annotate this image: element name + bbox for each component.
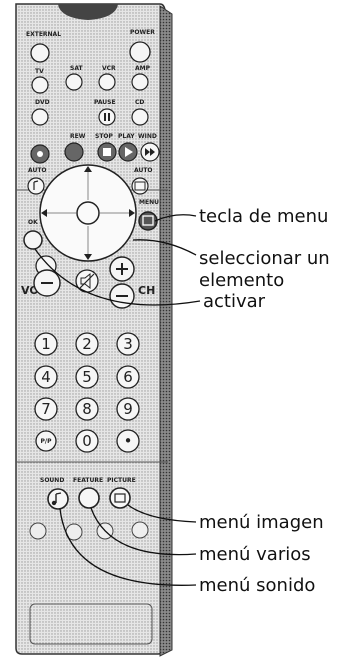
auto-sound-button[interactable] [27,177,45,195]
digit-3: 3 [123,335,133,353]
picture-icon [134,181,146,191]
menu-leader-line [154,214,197,222]
digit-0: 0 [82,432,92,450]
digit-3-button[interactable] [116,332,140,356]
picture-menu-callout: menú imagen [199,512,324,533]
rew-label: REW [70,133,86,140]
picture-label: PICTURE [107,477,136,484]
power-button[interactable] [129,41,151,63]
tv-label: TV [35,68,44,75]
digit-7: 7 [41,400,51,418]
digit-1: 1 [41,335,51,353]
center-select-button[interactable] [76,201,100,225]
fwd-label: WIND [138,133,157,140]
digit-8-button[interactable] [75,397,99,421]
digit-6-button[interactable] [116,365,140,389]
nav-down-icon [84,254,92,260]
fast-forward-icon [145,148,155,156]
digit-9: 9 [123,400,133,418]
select-leader-line [132,239,197,256]
tv-button[interactable] [31,76,49,94]
activate-callout: activar [203,291,266,312]
sound-menu-callout: menú sonido [199,575,316,596]
mute-icon [80,272,91,290]
dot-button[interactable] [116,429,140,453]
vcr-label: VCR [102,65,116,72]
nav-up-icon [84,166,92,172]
play-label: PLAY [118,133,135,140]
pause-label: PAUSE [94,99,116,106]
external-button[interactable] [30,43,50,63]
pause-icon [104,113,106,121]
digit-2: 2 [82,335,92,353]
digit-5: 5 [82,368,92,386]
select-element-callout-line1: seleccionar un [199,248,330,269]
sat-label: SAT [70,65,83,72]
digit-8: 8 [82,400,92,418]
digit-9-button[interactable] [116,397,140,421]
amp-label: AMP [135,65,151,72]
record-icon [37,151,43,157]
ir-window [58,4,118,20]
ch-label: CH [138,284,155,297]
menu-key-callout: tecla de menu [199,206,329,227]
power-label: POWER [130,29,155,36]
sound-label: SOUND [40,477,64,484]
digit-0-button[interactable] [75,429,99,453]
nav-right-icon [129,209,135,217]
digit-1-button[interactable] [34,332,58,356]
digit-6: 6 [123,368,133,386]
dot-label: • [124,432,133,450]
sound-button[interactable] [47,488,69,510]
activate-leader-line [34,248,201,306]
number-pad: 1 2 3 4 5 6 7 8 9 P/P 0 • [34,332,140,453]
teletext-button[interactable] [29,522,47,540]
picture-leader-line [127,504,197,523]
stop-label: STOP [95,133,114,140]
sat-button[interactable] [65,73,83,91]
select-element-callout-line2: elemento [199,270,285,291]
dvd-label: DVD [35,99,50,106]
menu-icon [142,215,154,226]
stop-icon [103,148,111,156]
menu-button[interactable] [138,211,158,231]
digit-4: 4 [41,368,51,386]
external-label: EXTERNAL [26,31,61,38]
pause-button[interactable] [98,108,116,126]
cd-label: CD [135,99,144,106]
prev-program-button[interactable] [35,430,57,452]
digit-2-button[interactable] [75,332,99,356]
dvd-button[interactable] [31,108,49,126]
auto-left-label: AUTO [28,167,47,174]
picture-button[interactable] [109,487,131,509]
feature-menu-callout: menú varios [199,544,311,565]
nav-left-icon [41,209,47,217]
ok-label: OK [28,219,38,226]
menu-label: MENU [139,199,159,206]
auto-right-label: AUTO [134,167,153,174]
ok-button[interactable] [23,230,43,250]
rew-button[interactable] [64,142,84,162]
battery-cover [29,603,153,645]
digit-5-button[interactable] [75,365,99,389]
aux-button-3[interactable] [131,521,149,539]
feature-leader-line [90,507,197,556]
sound-leader-line [59,508,197,586]
music-note-icon [33,180,39,190]
leader-lines [34,214,201,586]
picture-icon [114,493,126,503]
digit-7-button[interactable] [34,397,58,421]
prev-program-label: P/P [41,438,53,445]
digit-4-button[interactable] [34,365,58,389]
feature-button[interactable] [78,487,100,509]
play-icon [125,147,133,157]
auto-picture-button[interactable] [131,177,149,195]
vcr-button[interactable] [98,73,116,91]
amp-button[interactable] [131,73,149,91]
music-note-icon [55,492,62,503]
feature-label: FEATURE [73,477,103,484]
cd-button[interactable] [131,108,149,126]
